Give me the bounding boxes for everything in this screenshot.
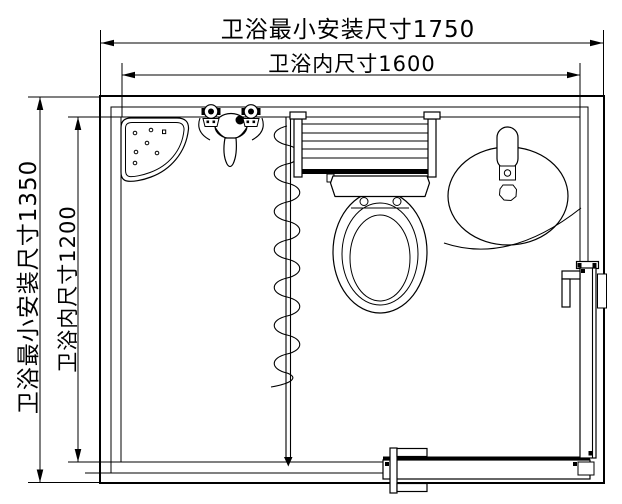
toilet-tank: [329, 175, 431, 198]
corner-shower-tray: [120, 117, 190, 182]
dim-label-left-inner: 卫浴内尺寸1200: [56, 205, 80, 372]
dim-label-left-outer: 卫浴最小安装尺寸1350: [16, 160, 42, 415]
mixer-spout: [223, 137, 237, 168]
toilet-seat-hinge: [359, 197, 369, 206]
toilet-seat-hinge: [392, 197, 402, 206]
middle-wall: [110, 106, 589, 474]
counter-edge: [443, 207, 582, 250]
mixer-knob: [235, 115, 245, 125]
rack-post-right: [427, 118, 437, 178]
tray-dot: [162, 129, 167, 135]
tray-dot: [144, 140, 150, 146]
mixer-left-wing: [198, 117, 211, 141]
dim-label-top-inner: 卫浴内尺寸1600: [268, 52, 435, 76]
washbasin: [443, 126, 582, 250]
shower-curtain: [270, 117, 301, 467]
door-handle-plate: [597, 273, 607, 309]
tray-dot: [148, 127, 154, 133]
dim-arrow-top: [36, 97, 44, 110]
door-handle-bottom: [396, 482, 428, 493]
door-corner-joint: [577, 461, 595, 476]
door-panel: [579, 267, 597, 459]
door-handle-bar: [389, 447, 398, 494]
tray-dot: [132, 160, 138, 166]
door-handle-top: [561, 270, 581, 280]
dim-arrow-left: [122, 71, 135, 79]
curtain-wave: [270, 125, 301, 388]
dim-arrow-top: [74, 117, 82, 130]
curtain-track-foot: [284, 457, 293, 467]
dim-arrow-bottom: [36, 469, 44, 483]
sliding-door-right: [561, 260, 607, 459]
toilet: [326, 173, 431, 314]
dimension-top-outer: 卫浴最小安装尺寸1750: [100, 17, 604, 96]
dim-label-top-outer: 卫浴最小安装尺寸1750: [221, 17, 476, 43]
tray-dot: [132, 130, 138, 136]
shower-mixer-faucet: [198, 104, 264, 168]
dimension-left-inner: 卫浴内尺寸1200: [56, 116, 121, 463]
door-panel: [382, 459, 591, 480]
basin-faucet: [496, 126, 519, 170]
mixer-right-wing: [251, 117, 264, 141]
dimension-top-inner: 卫浴内尺寸1600: [121, 52, 581, 117]
rack-bottom-rail: [297, 169, 433, 174]
tray-dot: [133, 149, 139, 155]
dim-arrow-right: [567, 71, 580, 79]
rack-cap-left: [289, 111, 307, 120]
dimension-left-outer: 卫浴最小安装尺寸1350: [16, 96, 100, 483]
tray-dot: [154, 150, 160, 156]
door-handle-top: [396, 447, 428, 458]
rack-cap-right: [423, 111, 441, 120]
door-handle-bar: [561, 278, 571, 308]
dim-arrow-right: [590, 39, 603, 47]
sliding-door-bottom: [382, 447, 595, 494]
toilet-bowl-inner: [349, 214, 411, 302]
rack-post-left: [293, 118, 303, 178]
door-track: [383, 456, 590, 461]
towel-rack: [289, 111, 441, 178]
dim-arrow-bottom: [74, 449, 82, 462]
basin-drain: [498, 184, 518, 202]
dim-arrow-left: [101, 39, 114, 47]
